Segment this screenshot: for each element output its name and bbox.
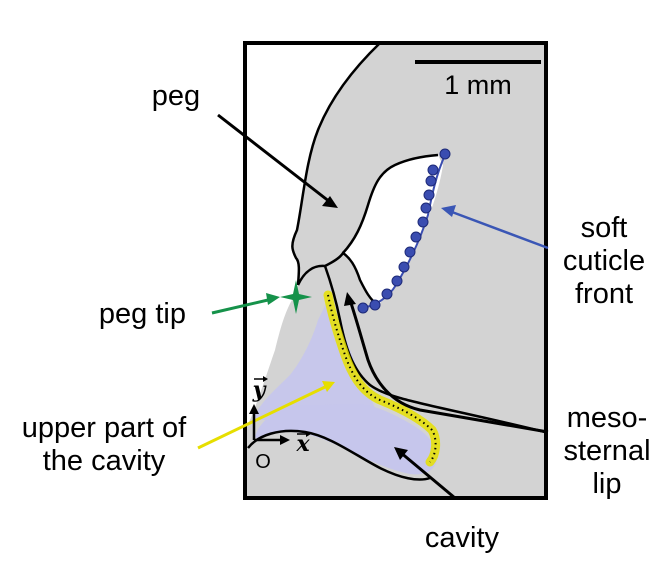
- peg-outline: [291, 42, 381, 286]
- image-frame: [243, 41, 548, 500]
- origin-label: O: [255, 451, 271, 473]
- cavity-arrow: [399, 450, 456, 500]
- y-axis-label: y: [252, 377, 266, 403]
- peg-tip-marker: [280, 280, 312, 314]
- peg-tip-label: peg tip: [98, 298, 186, 330]
- soft-cuticle-front-label: soft cuticle front: [562, 212, 646, 310]
- cavity-floor-outline: [247, 429, 431, 481]
- soft-cuticle-pocket: [343, 155, 443, 305]
- soft-cuticle-arrow: [451, 210, 549, 250]
- cavity-region: [255, 404, 438, 475]
- outer-space-region: [245, 43, 380, 350]
- axes: [249, 404, 290, 445]
- upper-cavity-region: [252, 300, 380, 420]
- cavity-label: cavity: [424, 522, 500, 554]
- annotation-arrows: [197, 113, 549, 500]
- upper-cavity-label: upper part of the cavity: [21, 412, 187, 477]
- soft-cuticle-markers: [357, 148, 451, 314]
- x-axis-label: x: [296, 431, 310, 457]
- lip-arrow: [348, 299, 549, 434]
- peg-label: peg: [151, 80, 201, 112]
- pocket-outline: [342, 153, 439, 254]
- peg-tip-arrow: [211, 298, 269, 315]
- lip-outline: [323, 265, 546, 434]
- peg-arrow: [217, 113, 331, 204]
- upper-cavity-arrow: [197, 385, 326, 450]
- scale-bar-label: 1 mm: [444, 70, 512, 100]
- mesosternal-lip-label: meso- sternal lip: [563, 402, 651, 500]
